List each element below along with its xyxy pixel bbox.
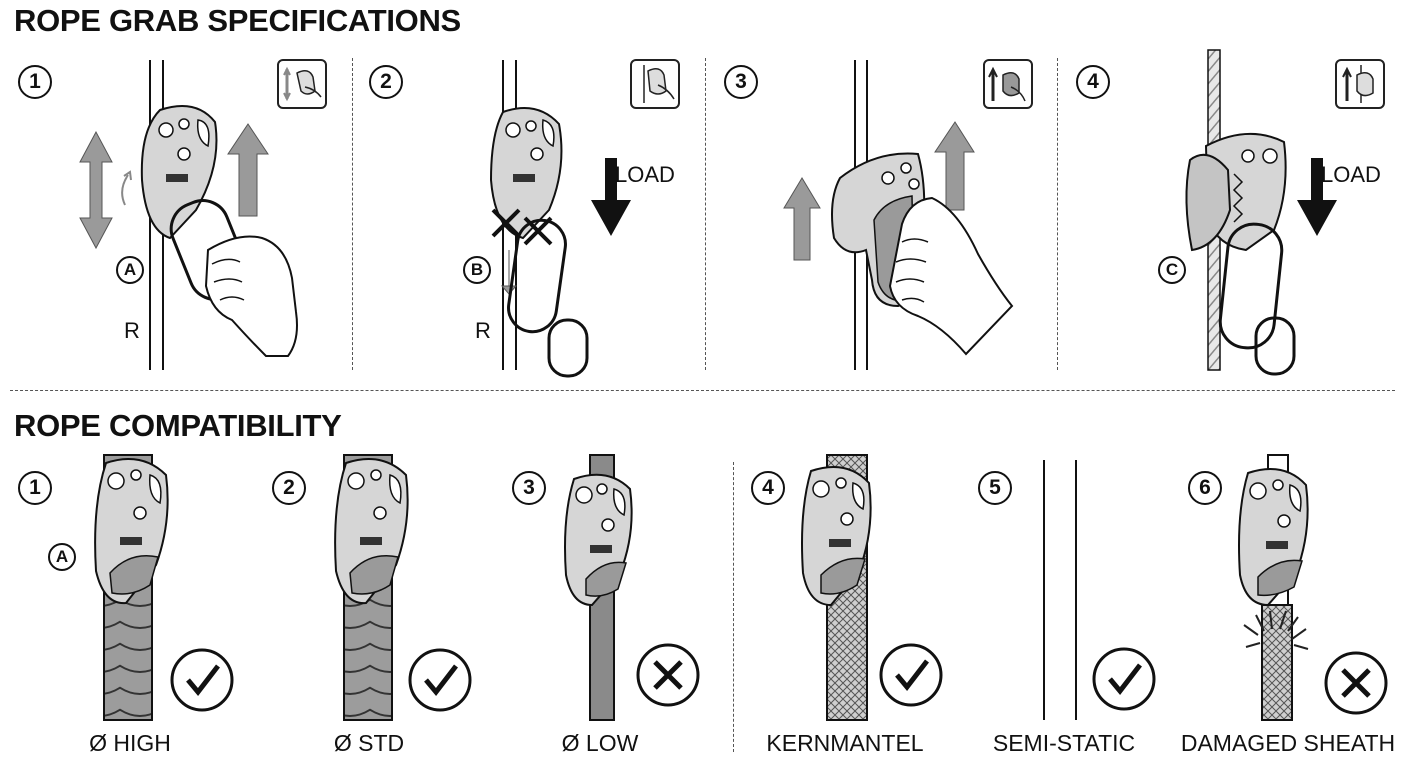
check-icon: [1092, 647, 1156, 711]
compat-item-1: 1 A Ø HIGH: [0, 454, 250, 765]
rope-type-label: KERNMANTEL: [766, 730, 924, 756]
compat-item-2: 2 Ø STD: [250, 454, 488, 765]
callout-c: C: [1158, 256, 1186, 284]
spec-step-4: 4 LOAD C: [1058, 49, 1408, 380]
rope-grab-device: [564, 473, 633, 607]
page-title: ROPE GRAB SPECIFICATIONS: [14, 3, 461, 38]
step-number: 2: [272, 471, 306, 505]
step-number: 6: [1188, 471, 1222, 505]
panel-divider: [1057, 58, 1058, 370]
step-number: 4: [1076, 65, 1110, 99]
rope-grab-device: [334, 458, 409, 605]
step-number: 5: [978, 471, 1012, 505]
callout-a: A: [116, 256, 144, 284]
section-divider: [10, 390, 1395, 391]
rope-label: R: [475, 318, 491, 343]
hand-lift-icon: [1335, 59, 1385, 109]
rope-type-label: Ø HIGH: [89, 730, 171, 756]
check-icon: [879, 643, 943, 707]
hand-close-device-icon: [983, 59, 1033, 109]
check-icon: [408, 648, 472, 712]
panel-divider: [705, 58, 706, 370]
hand-open-device-icon: [277, 59, 327, 109]
compat-item-4: 4 KERNMANTEL: [735, 454, 955, 765]
rope-grab-device: [94, 458, 169, 605]
rope-type-label: Ø STD: [333, 730, 405, 756]
rope-grab-device: [801, 466, 872, 607]
group-divider: [733, 462, 734, 752]
rope-type-label: SEMI-STATIC: [992, 730, 1136, 756]
spec-step-2: 2 LOAD B R: [353, 50, 705, 380]
rope-label: R: [124, 318, 140, 343]
load-label: LOAD: [1321, 162, 1381, 187]
step-number: 1: [18, 65, 52, 99]
step-number: 3: [724, 65, 758, 99]
check-icon: [170, 648, 234, 712]
hand-insert-rope-icon: [630, 59, 680, 109]
step-number: 3: [512, 471, 546, 505]
compat-item-3: 3 Ø LOW: [490, 454, 730, 765]
load-label: LOAD: [615, 162, 675, 187]
compat-item-5: 5 SEMI-STATIC: [958, 455, 1170, 765]
rope-type-label: Ø LOW: [561, 730, 639, 756]
step-number: 4: [751, 471, 785, 505]
rope-type-label: DAMAGED SHEATH: [1180, 730, 1396, 756]
callout-b: B: [463, 256, 491, 284]
section-title: ROPE COMPATIBILITY: [14, 408, 342, 443]
step-number: 2: [369, 65, 403, 99]
cross-icon: [1324, 651, 1388, 715]
cross-icon: [636, 643, 700, 707]
panel-divider: [352, 58, 353, 370]
compat-item-6: 6 DAMAGED SHEATH: [1172, 454, 1408, 765]
spec-step-3: 3: [706, 50, 1058, 380]
step-number: 1: [18, 471, 52, 505]
rope-grab-device: [1238, 468, 1309, 607]
callout-a: A: [48, 543, 76, 571]
spec-step-1: 1 A R: [0, 50, 352, 380]
